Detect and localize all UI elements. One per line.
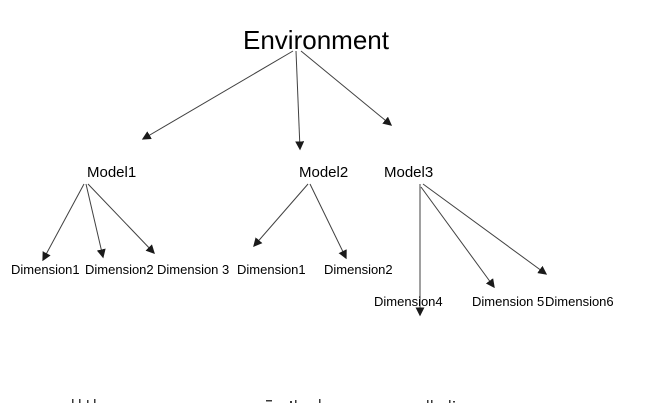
cutoff-text-fragments bbox=[72, 399, 455, 403]
edge-model2-dimension1 bbox=[253, 183, 309, 248]
node-model3-dimension6: Dimension6 bbox=[545, 294, 614, 309]
node-model1: Model1 bbox=[87, 164, 137, 181]
edge-model3-dimension5 bbox=[420, 186, 495, 289]
node-model1-dimension1: Dimension1 bbox=[11, 262, 80, 277]
node-model1-dimension2: Dimension2 bbox=[85, 262, 154, 277]
node-model2-dimension2: Dimension2 bbox=[324, 262, 393, 277]
node-model1-dimension3: Dimension 3 bbox=[157, 262, 230, 277]
node-model3-dimension4: Dimension4 bbox=[374, 294, 443, 309]
edge-environment-model2 bbox=[295, 50, 305, 151]
edge-model2-dimension2 bbox=[309, 183, 347, 260]
edge-model1-dimension2 bbox=[85, 183, 106, 259]
node-model3: Model3 bbox=[384, 164, 434, 181]
edge-environment-model3 bbox=[300, 50, 393, 126]
edge-model3-dimension6 bbox=[422, 183, 548, 275]
node-model2-dimension1: Dimension1 bbox=[237, 262, 306, 277]
edge-environment-model1 bbox=[141, 50, 294, 140]
edge-model1-dimension3 bbox=[87, 183, 155, 254]
edge-model1-dimension1 bbox=[42, 183, 85, 262]
node-environment: Environment bbox=[243, 25, 389, 55]
node-model2: Model2 bbox=[299, 164, 349, 181]
node-model3-dimension5: Dimension 5 bbox=[472, 294, 545, 309]
